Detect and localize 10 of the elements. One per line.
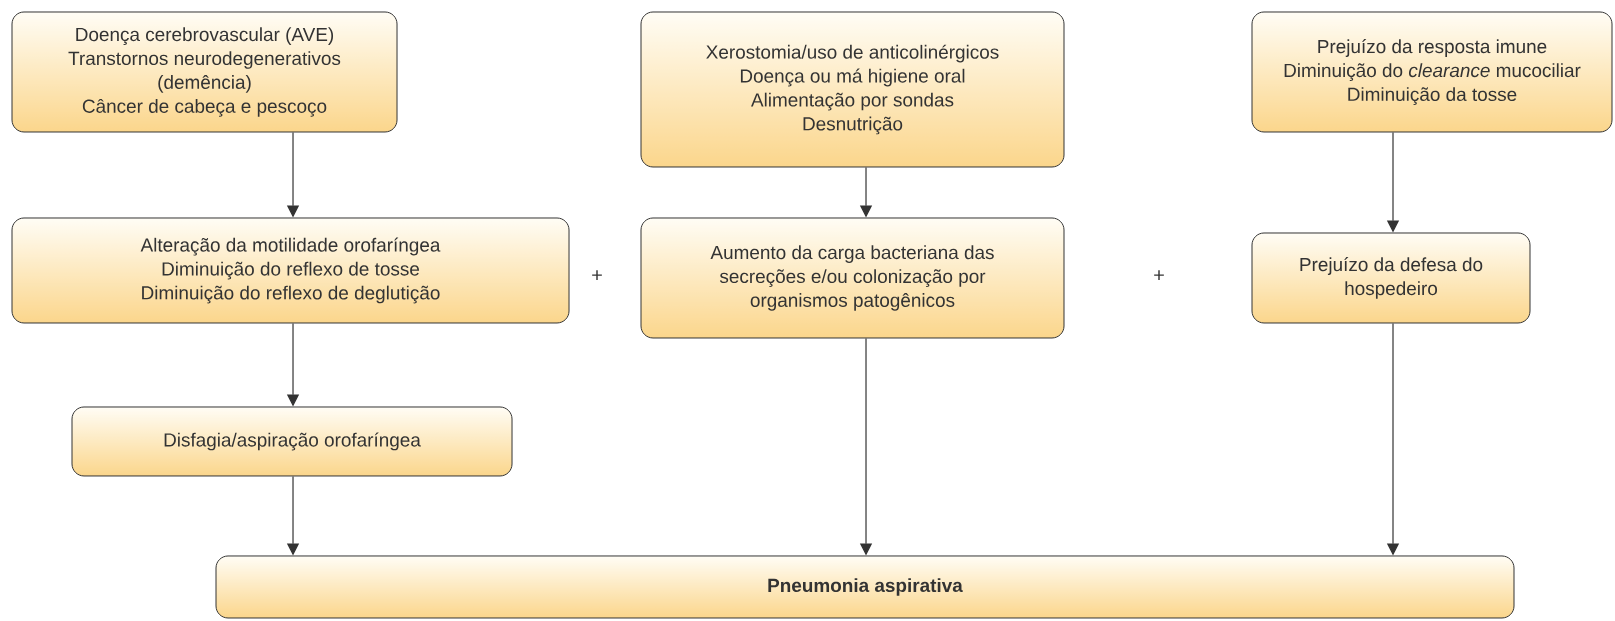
process-box: Alteração da motilidade orofaríngea Diminuição do reflexo de tosse Diminuição do reflexo de deglutição: [11, 217, 570, 324]
plus-sign: +: [1154, 270, 1164, 280]
process-box: Xerostomia/uso de anticolinérgicos Doença ou má higiene oral Alimentação por sondas Desnutrição: [640, 11, 1065, 168]
process-box: Disfagia/aspiração orofaríngea: [71, 406, 513, 477]
process-box: Prejuízo da resposta imune Diminuição do clearance mucociliar Diminuição da tosse: [1251, 11, 1613, 133]
plus-sign: +: [592, 270, 602, 280]
process-box: Aumento da carga bacteriana das secreções e/ou colonização por organismos patogênicos: [640, 217, 1065, 339]
process-box: Doença cerebrovascular (AVE) Transtornos neurodegenerativos (demência) Câncer de cabeça e pescoço: [11, 11, 398, 133]
process-box: Prejuízo da defesa do hospedeiro: [1251, 232, 1531, 324]
process-box: Pneumonia aspirativa: [215, 555, 1515, 619]
